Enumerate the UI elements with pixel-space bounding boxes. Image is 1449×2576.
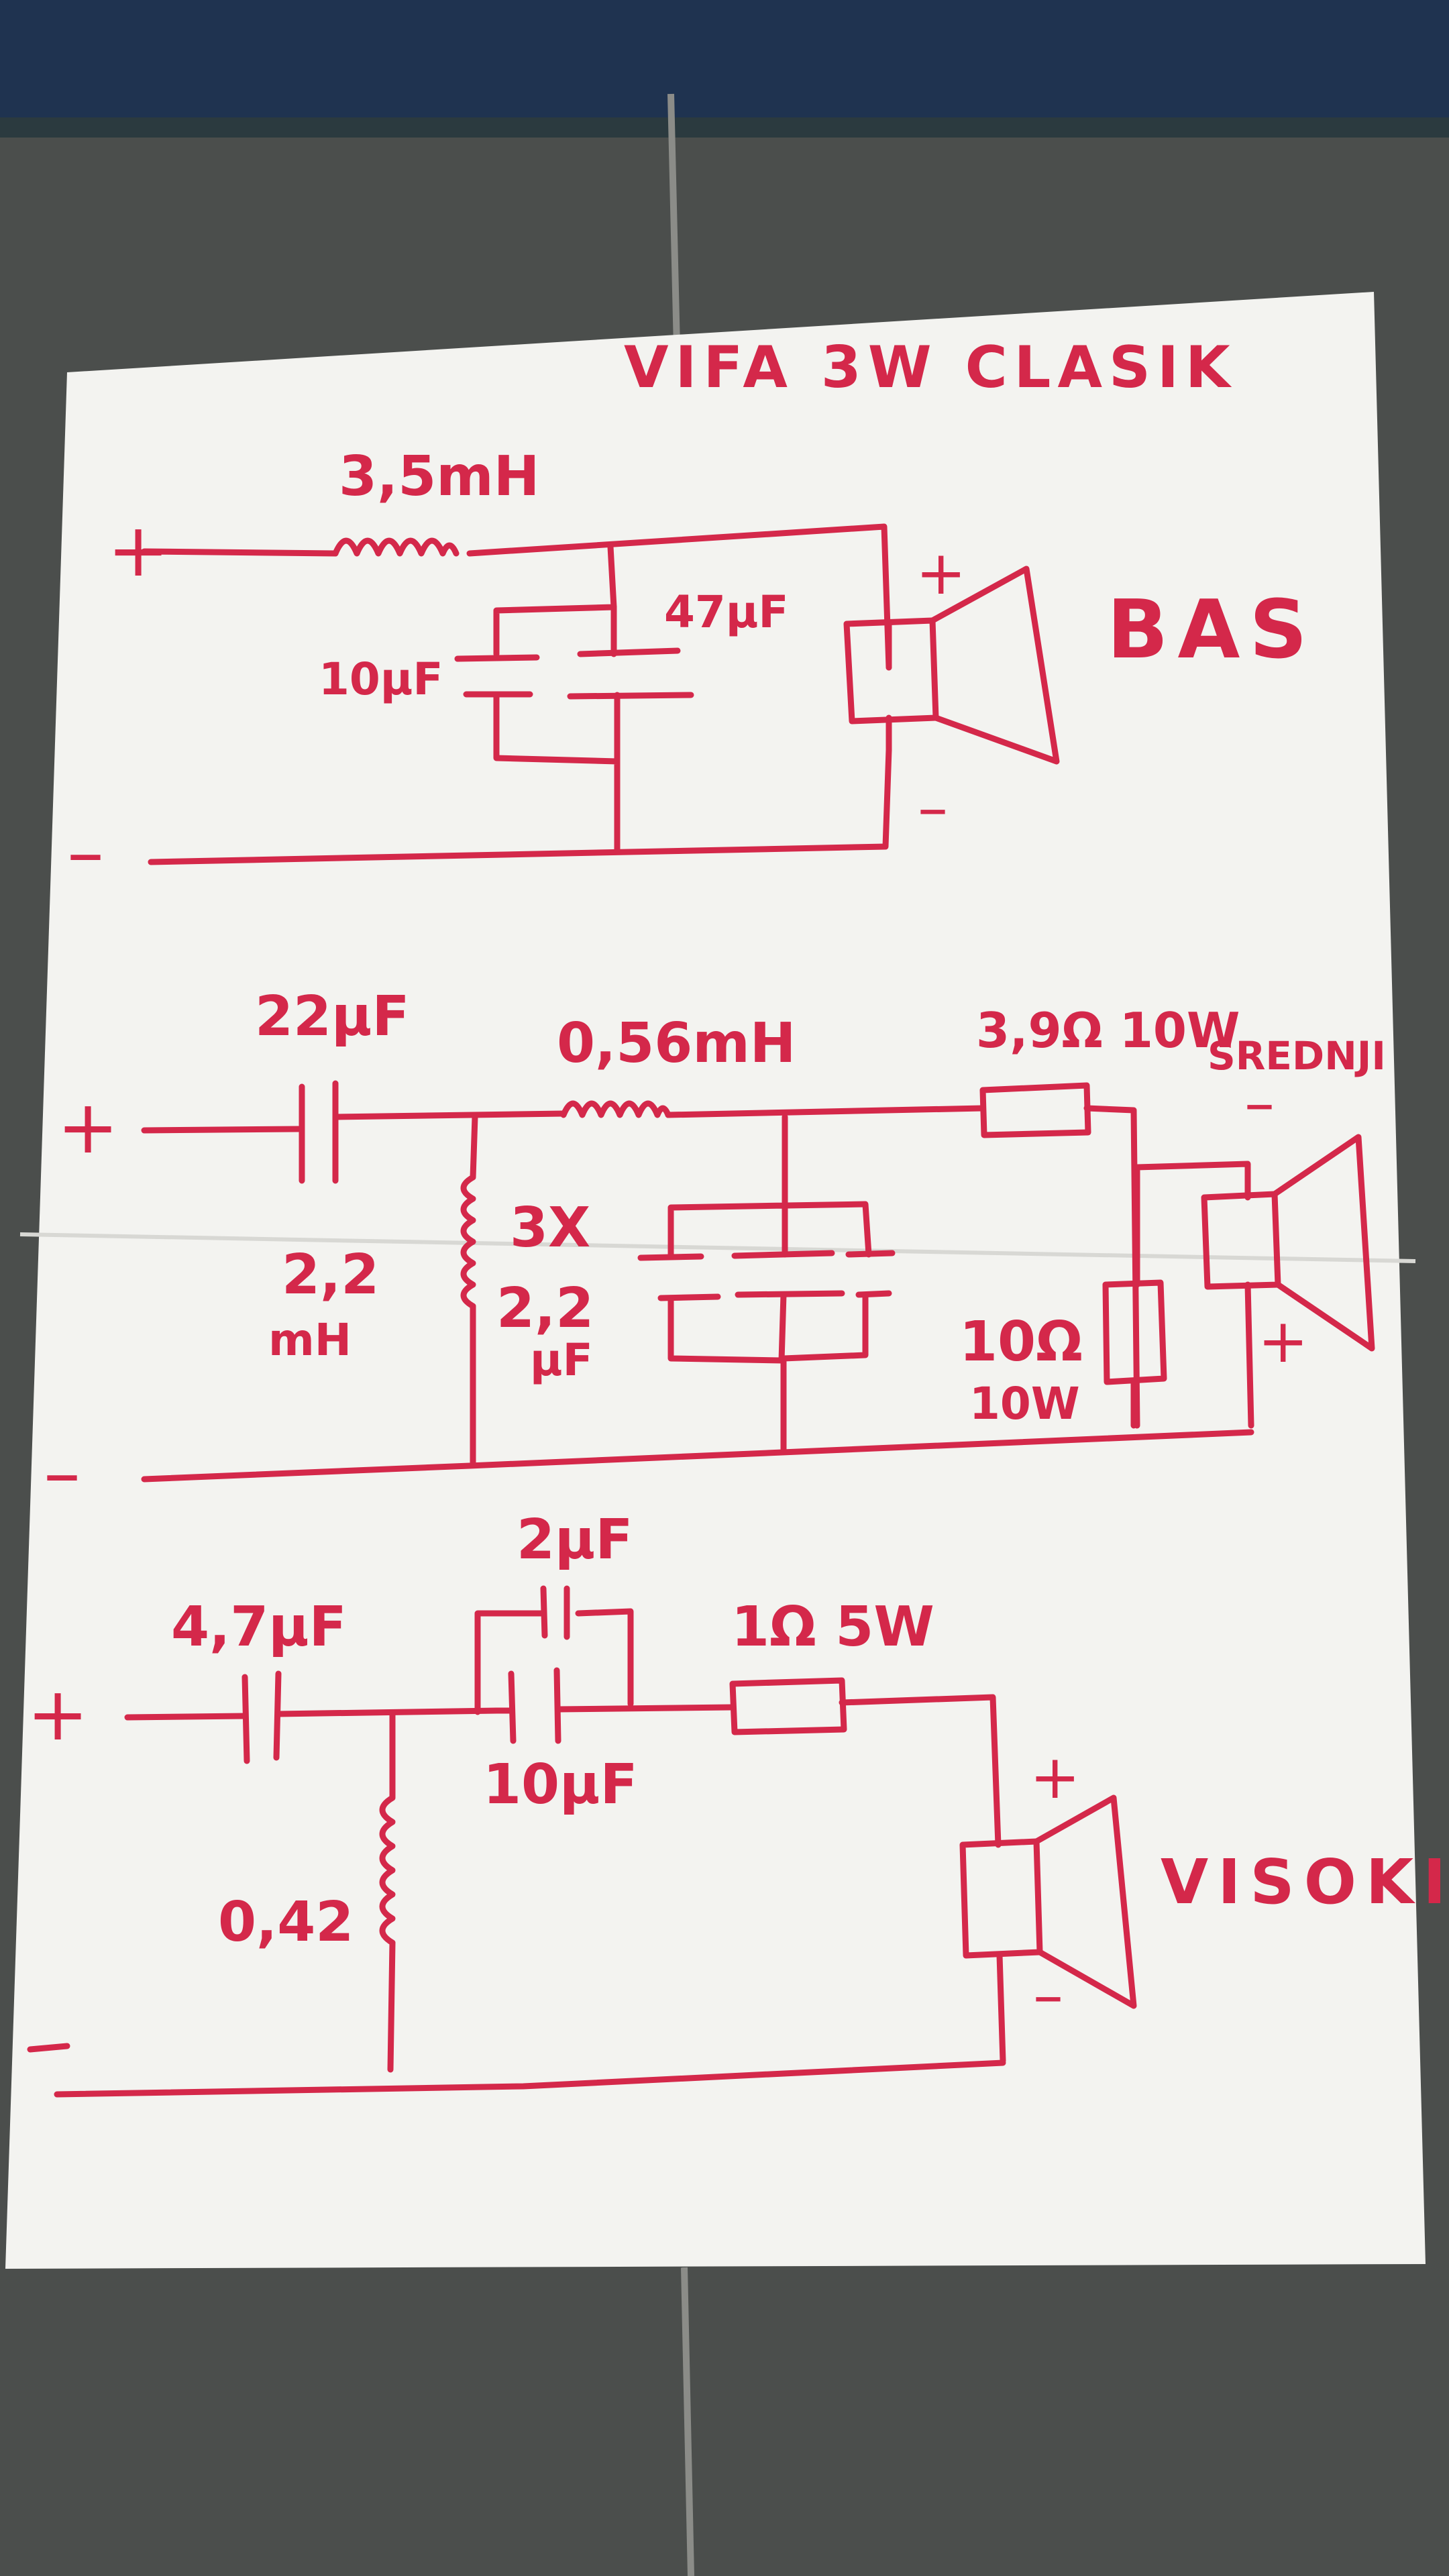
high-series-resistor xyxy=(729,1677,847,1735)
bass-cap-a-label: 10μF xyxy=(319,653,443,705)
mid-cap-bank-unit: μF xyxy=(530,1334,593,1386)
mid-cap-bank-wire xyxy=(667,1114,872,1258)
mid-plus-wire xyxy=(141,1126,302,1134)
mid-shunt-inductor-value: 2,2 xyxy=(282,1243,380,1307)
mid-driver-label: SREDNJI xyxy=(1208,1033,1386,1079)
mid-cap-bank-bottom-wire xyxy=(667,1291,869,1452)
mid-cap-bank-count: 3X xyxy=(510,1196,591,1260)
high-speaker-minus: – xyxy=(1033,1960,1063,2031)
mid-speaker-plus: + xyxy=(1258,1306,1309,1377)
mid-series-resistor xyxy=(979,1082,1091,1138)
high-resistor-label: 1Ω 5W xyxy=(731,1595,934,1659)
mid-speaker-leads xyxy=(1134,1161,1254,1429)
bass-speaker-plus: + xyxy=(916,538,967,608)
floor-grout-top xyxy=(667,93,681,376)
bass-plus-sign: + xyxy=(107,507,170,593)
mid-section xyxy=(141,1080,1375,1483)
high-shunt-inductor-label: 0,42 xyxy=(218,1890,354,1954)
bass-cap-bottom-wire xyxy=(493,691,621,855)
bass-cap-branch-wire xyxy=(493,543,617,657)
high-minus-wire xyxy=(54,2059,1006,2098)
high-speaker-cone xyxy=(1033,1794,1137,2009)
mid-plus-sign: + xyxy=(57,1084,119,1170)
high-parallel-cap-outline xyxy=(474,1608,634,1715)
mid-cap-bank-plates-bottom xyxy=(657,1290,892,1301)
high-cap-bottom xyxy=(508,1667,561,1744)
mid-shunt-inductor xyxy=(460,1114,478,1466)
mid-shunt-resistor xyxy=(1102,1279,1167,1385)
mid-cap-bank-value: 2,2 xyxy=(496,1277,594,1340)
mid-minus-sign: – xyxy=(44,1430,80,1515)
bass-inductor-label: 3,5mH xyxy=(339,445,540,508)
wall-strip xyxy=(0,0,1449,117)
high-shunt-inductor xyxy=(379,1711,396,2073)
high-parallel-cap-bottom-label: 10μF xyxy=(483,1753,638,1817)
bass-section xyxy=(141,523,1060,865)
high-speaker-plus: + xyxy=(1030,1742,1081,1813)
mid-top-wire-a xyxy=(332,1110,567,1120)
high-parallel-wire xyxy=(493,1704,735,1714)
bass-driver-label: BAS xyxy=(1107,584,1317,677)
high-parallel-cap-top-label: 2μF xyxy=(517,1508,633,1572)
mid-minus-wire xyxy=(141,1429,1254,1483)
bass-cap-b-label: 47μF xyxy=(664,586,789,638)
bass-minus-wire xyxy=(148,747,892,865)
high-cap-top xyxy=(540,1585,570,1640)
paper-sheet xyxy=(5,292,1426,2269)
high-top-wire-b xyxy=(839,1694,1002,1848)
bass-speaker-minus: – xyxy=(918,773,948,843)
paper-fold xyxy=(19,1232,1416,1263)
high-top-wire-a xyxy=(275,1707,500,1717)
mid-series-resistor-label: 3,9Ω 10W xyxy=(976,1002,1240,1059)
mid-series-capacitor xyxy=(299,1080,339,1184)
high-series-cap-label: 4,7μF xyxy=(171,1595,347,1659)
high-minus-tick xyxy=(27,2043,70,2053)
high-driver-label: VISOKI xyxy=(1161,1846,1449,1918)
diagram-title: VIFA 3W CLASIK xyxy=(624,334,1237,401)
mid-speaker-cone xyxy=(1271,1134,1375,1352)
floor-grout-bottom xyxy=(681,2267,694,2576)
bass-speaker-cone xyxy=(929,566,1060,765)
bass-capacitor-b xyxy=(567,647,694,700)
high-speaker-lead-minus xyxy=(996,1952,1006,2064)
mid-shunt-resistor-power: 10W xyxy=(969,1378,1080,1430)
high-speaker-box xyxy=(959,1838,1043,1959)
mid-speaker-minus: – xyxy=(1244,1068,1275,1138)
mid-top-wire-b xyxy=(665,1105,986,1118)
mid-series-inductor-label: 0,56mH xyxy=(557,1012,796,1075)
mid-series-inductor xyxy=(560,1100,672,1118)
bass-capacitor-a xyxy=(454,654,540,698)
mid-shunt-inductor-unit: mH xyxy=(268,1314,352,1366)
bass-minus-sign: – xyxy=(67,809,104,895)
bass-plus-wire xyxy=(141,548,339,557)
high-series-capacitor xyxy=(241,1670,282,1764)
mid-shunt-resistor-label: 10Ω xyxy=(959,1310,1083,1374)
mid-speaker-box xyxy=(1201,1191,1281,1290)
high-plus-wire xyxy=(124,1713,248,1721)
mid-series-cap-label: 22μF xyxy=(255,985,410,1049)
mid-cap-bank-plates-top xyxy=(637,1250,896,1261)
mid-shunt-resistor-leads xyxy=(1130,1167,1140,1429)
high-section xyxy=(27,1585,1137,2098)
high-plus-sign: + xyxy=(27,1671,89,1757)
bass-inductor xyxy=(332,537,460,557)
mid-top-wire-c xyxy=(1083,1105,1140,1429)
